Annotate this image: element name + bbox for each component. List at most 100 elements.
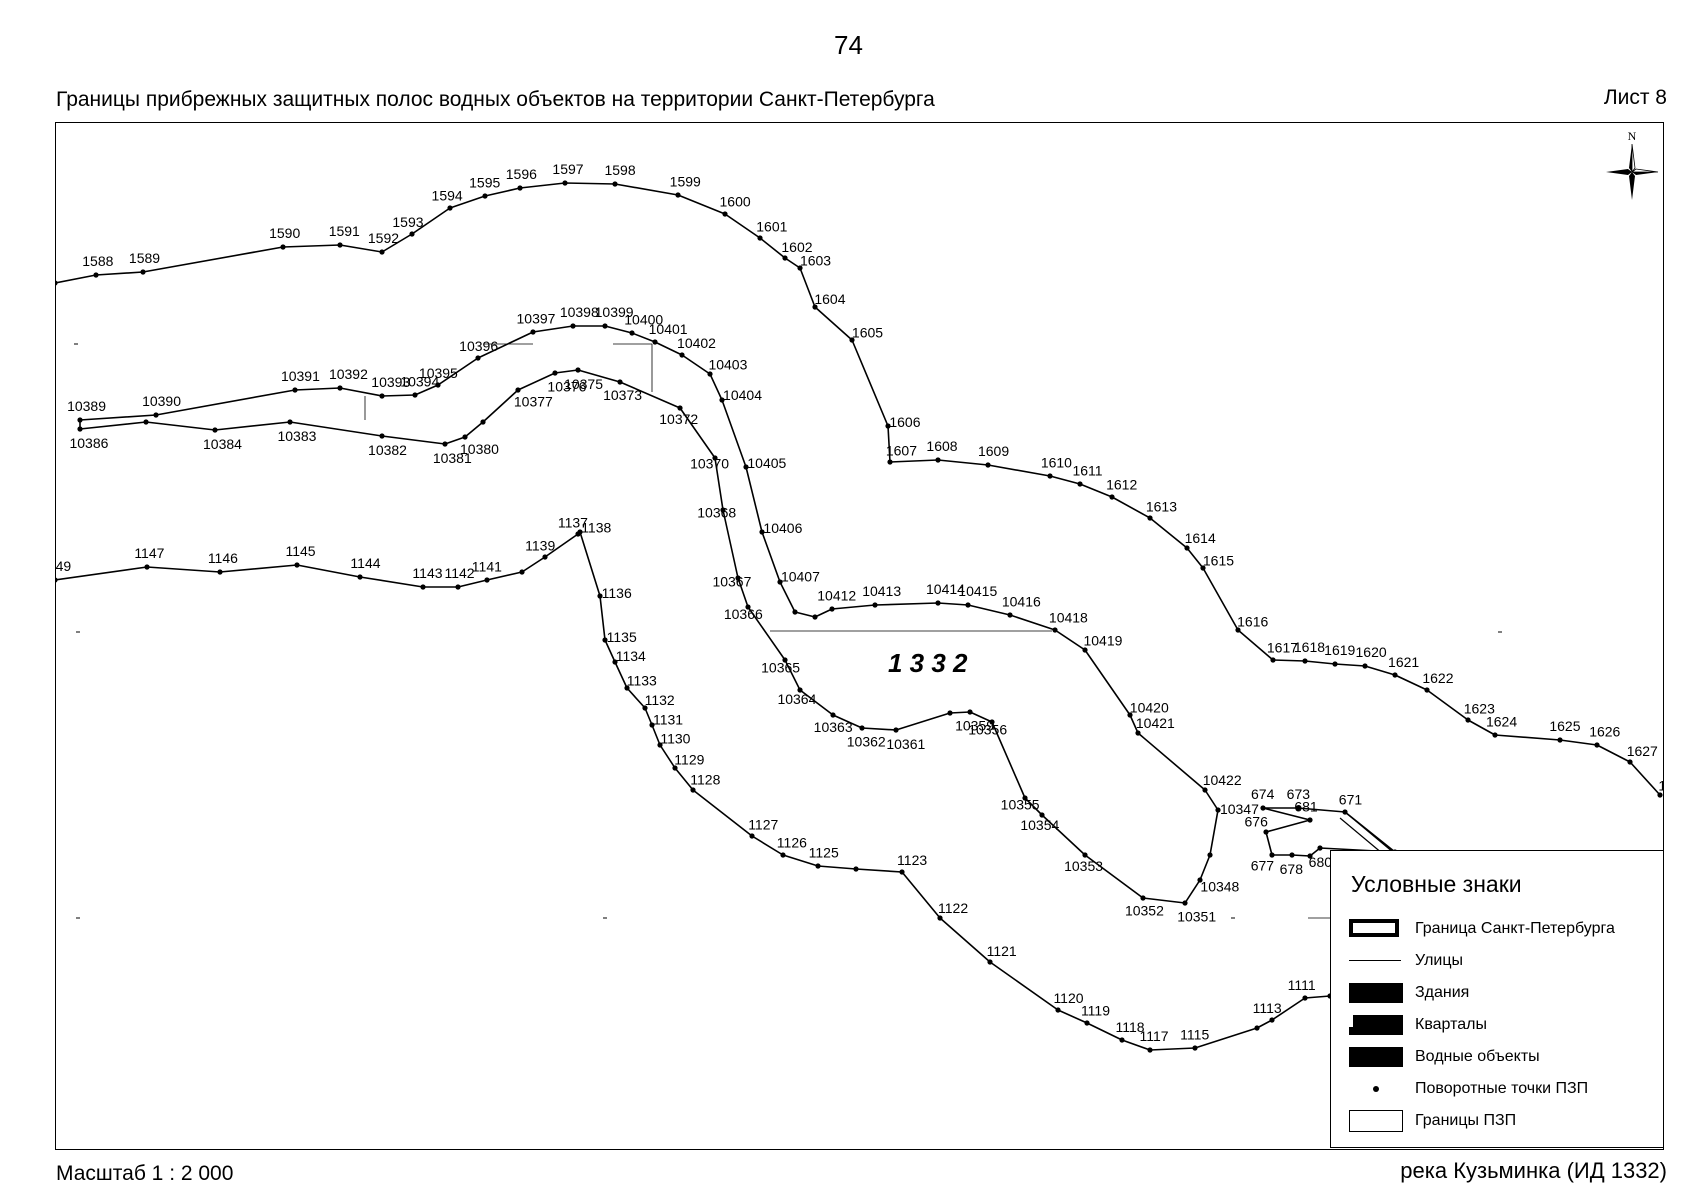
point-label: 10398	[560, 304, 599, 320]
boundary-point	[1119, 1037, 1125, 1043]
boundary-point	[677, 405, 683, 411]
boundary-point	[849, 337, 855, 343]
boundary-point	[830, 712, 836, 718]
point-label: 1144	[350, 555, 380, 571]
point-label: 1131	[653, 712, 683, 728]
boundary-point	[1424, 687, 1430, 693]
boundary-point	[77, 426, 83, 432]
page-number: 74	[834, 30, 863, 60]
point-label: 1117	[1140, 1028, 1169, 1044]
point-label: 1137	[558, 515, 588, 531]
point-label: 1147	[134, 545, 164, 561]
boundary-point	[1022, 795, 1028, 801]
point-label: 10403	[708, 357, 747, 373]
legend-item-street: Улицы	[1349, 949, 1463, 973]
point-label: 1141	[472, 558, 502, 574]
point-label: 1130	[660, 730, 690, 746]
boundary-point	[1182, 900, 1188, 906]
point-label: 10397	[517, 311, 556, 327]
point-label: 1623	[1464, 700, 1495, 716]
boundary-point	[93, 272, 99, 278]
point-label: 1606	[889, 414, 920, 430]
boundary-point	[1127, 712, 1133, 718]
point-label: 10382	[368, 442, 407, 458]
boundary-point	[1052, 627, 1058, 633]
object-label: река Кузьминка (ИД 1332)	[1400, 1158, 1667, 1183]
boundary-point	[1147, 515, 1153, 521]
object-id-label: 1 3 3 2	[888, 648, 968, 678]
point-label: 1122	[938, 900, 968, 916]
point-label: 1594	[432, 188, 463, 204]
legend-symbol-building	[1349, 981, 1403, 1005]
point-label: 10356	[968, 722, 1007, 738]
point-label: 10415	[958, 583, 997, 599]
point-label: 10421	[1136, 715, 1175, 731]
point-label: 671	[1339, 791, 1363, 807]
boundary-point	[893, 727, 899, 733]
boundary-point	[575, 367, 581, 373]
boundary-point	[1302, 658, 1308, 664]
point-label: 1614	[1185, 530, 1216, 546]
boundary-point	[657, 742, 663, 748]
map-frame	[55, 122, 1664, 1150]
point-label: 10362	[847, 734, 886, 750]
boundary-point	[542, 554, 548, 560]
legend: Условные знаки Граница Санкт-Петербурга …	[1330, 850, 1664, 1148]
point-label: 1610	[1041, 454, 1072, 470]
boundary-point	[1207, 852, 1213, 858]
point-label: 10375	[564, 376, 603, 392]
point-label: 1139	[525, 537, 555, 553]
boundary-point	[56, 280, 58, 286]
boundary-point	[649, 722, 655, 728]
point-label: 10414	[926, 581, 965, 597]
boundary-point	[1657, 792, 1663, 798]
boundary-point	[447, 205, 453, 211]
boundary-point	[1594, 742, 1600, 748]
point-label: 1590	[269, 225, 300, 241]
boundary-point	[412, 392, 418, 398]
boundary-point	[1492, 732, 1498, 738]
boundary-point	[745, 604, 751, 610]
point-label: 1605	[852, 325, 883, 341]
scale-label: Масштаб 1 : 2 000	[56, 1162, 234, 1185]
point-label: 1134	[616, 648, 646, 664]
boundary-point	[144, 564, 150, 570]
point-label: 1619	[1324, 642, 1355, 658]
boundary-point	[597, 593, 603, 599]
point-label: 10395	[419, 365, 458, 381]
boundary-point	[515, 387, 521, 393]
point-label: 1111	[1288, 977, 1316, 993]
boundary-point	[1302, 995, 1308, 1001]
point-label: 10407	[781, 569, 820, 585]
boundary-point	[212, 427, 218, 433]
boundary-point	[294, 562, 300, 568]
point-label: 1603	[800, 253, 831, 269]
point-label: 1591	[329, 223, 360, 239]
boundary-point	[1307, 817, 1313, 823]
point-label: 1627	[1627, 743, 1658, 759]
point-label: 10365	[761, 659, 800, 675]
legend-title: Условные знаки	[1351, 871, 1522, 897]
boundary-point	[899, 869, 905, 875]
boundary-point	[420, 584, 426, 590]
point-label: 678	[1280, 861, 1304, 877]
point-label: 1589	[129, 250, 160, 266]
boundary-point	[612, 181, 618, 187]
boundary-point	[435, 382, 441, 388]
point-label: 10420	[1130, 699, 1169, 715]
point-label: 1143	[412, 565, 442, 581]
boundary-point	[1084, 1020, 1090, 1026]
point-label: 1126	[777, 834, 807, 850]
boundary-point	[782, 255, 788, 261]
boundary-point	[379, 433, 385, 439]
boundary-point	[455, 584, 461, 590]
boundary-point	[140, 269, 146, 275]
point-label: 1618	[1294, 639, 1325, 655]
boundary-point	[797, 687, 803, 693]
boundary-point	[985, 462, 991, 468]
boundary-point	[690, 787, 696, 793]
legend-symbol-pzp	[1349, 1109, 1403, 1133]
point-label: 10348	[1200, 878, 1239, 894]
legend-label: Граница Санкт-Петербурга	[1415, 920, 1615, 937]
boundary-point	[217, 569, 223, 575]
